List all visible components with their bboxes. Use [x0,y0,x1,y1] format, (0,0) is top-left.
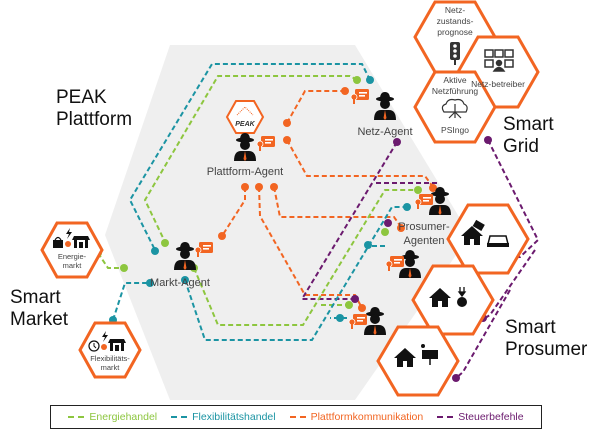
energy-line-grid-market [143,75,358,243]
control-line-smart-grid [487,139,540,258]
peak-logo-text: PEAK [235,121,255,128]
grid-forecast-label-1: Netz- [445,5,465,15]
flex-market-icons [88,331,126,352]
legend-item-flex: Flexibilitätshandel [171,411,276,423]
platform-agent-label: Plattform-Agent [207,166,283,178]
grid-forecast-label-3: prognose [437,27,473,37]
peak-platform-title-2: Plattform [56,109,132,130]
grid-psingo-label: PSIngo [441,125,469,135]
smart-market-title-2: Market [10,309,69,330]
flex-line-grid-market [128,63,371,251]
platform-line-grid [286,90,345,124]
platform-agent: PEAK Plattform-Agent [207,100,283,178]
house-pv-panel-icon [394,344,438,367]
peak-logo-hex [225,100,265,134]
flex-market-label-1: Flexibilitäts- [90,354,130,363]
grid-forecast-label-2: zustands- [437,16,474,26]
legend-item-control: Steuerbefehle [437,411,524,423]
market-agent-label: Markt-Agent [150,277,210,289]
lightning-icon [102,331,108,342]
smart-grid-title-2: Grid [503,136,539,157]
cloud-network-icon [441,98,468,119]
smart-prosumer-title-2: Prosumer [505,339,588,360]
grid-agent-label: Netz-Agent [357,126,412,138]
legend-swatch-flex [171,416,188,418]
flex-line-prosumers [184,206,406,341]
prosumer-agents-label-1: Prosumer- [398,221,450,233]
smart-prosumer-hexes [376,203,530,397]
energy-market-icons [53,228,90,248]
legend-label: Energiehandel [89,411,158,423]
peak-logo-network-icon [236,106,254,116]
flex-line-flexmarket [112,282,148,321]
house-plug-sun-icon [429,287,467,307]
prosumer-agents: Prosumer- Agenten [348,187,451,335]
energy-line-prosumers [193,189,417,326]
legend-item-energy: Energiehandel [68,411,157,423]
prosumer-hex-pv [376,325,460,397]
legend-item-platform: Plattformkommunikation [289,411,424,423]
house-solar-ev-icon [461,219,509,247]
smart-grid-hexes [413,0,540,144]
peak-platform-title-1: PEAK [56,87,107,108]
legend-label: Steuerbefehle [458,411,524,423]
legend-swatch-control [437,416,454,418]
lightning-icon [66,228,72,239]
grid-agent: Netz-Agent [350,88,413,138]
prosumer-hex-heatpump [411,264,495,336]
platform-line-market [221,187,246,237]
traffic-light-icon [450,42,460,65]
control-room-screens-icon [484,49,514,72]
clock-icon [88,340,100,352]
platform-line-prosumer1 [286,139,434,188]
grid-active-label-1: Aktive [443,75,466,85]
flex-market-label-2: markt [101,363,121,372]
market-agent: Markt-Agent [150,241,214,289]
control-line-grid [300,141,398,300]
prosumer-hex-ev [446,203,530,275]
legend-swatch-platform [289,416,306,418]
legend-swatch-energy [68,416,85,418]
smart-grid-title-1: Smart [503,114,554,135]
legend-label: Plattformkommunikation [310,411,424,423]
legend-label: Flexibilitätshandel [192,411,276,423]
energy-line-energymarket [97,252,124,269]
smart-prosumer-title-1: Smart [505,317,556,338]
platform-line-prosumer3 [258,186,363,309]
legend: Energiehandel Flexibilitätshandel Plattf… [50,405,542,429]
grid-active-label-2: Netzführung [432,86,479,96]
energy-market-label-2: markt [63,261,83,270]
grid-operator-label: Netz-betreiber [471,79,525,89]
prosumer-agents-label-2: Agenten [404,235,445,247]
smart-market-title-1: Smart [10,287,61,308]
energy-market-label-1: Energie- [58,252,87,261]
